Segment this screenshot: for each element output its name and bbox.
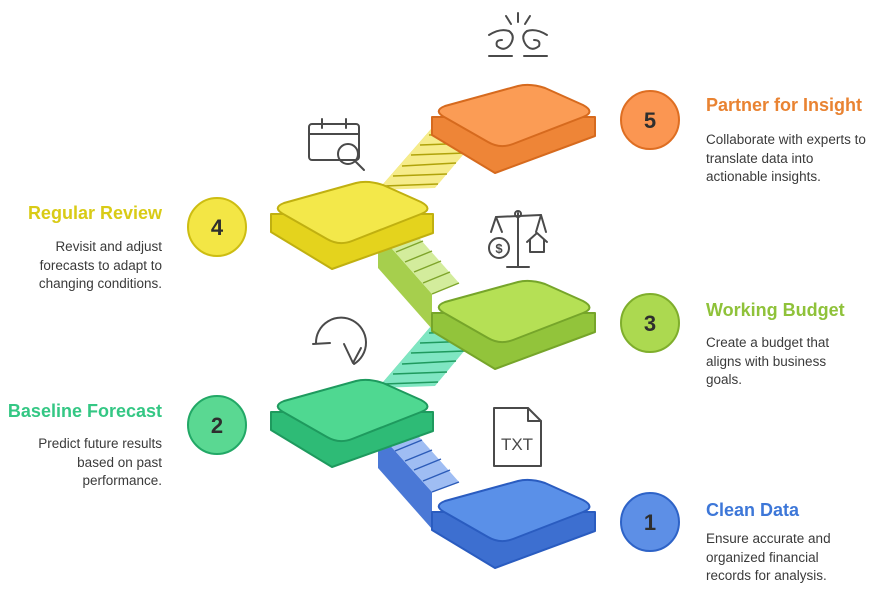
txt-file-icon: TXT [493,407,542,467]
platform-3 [431,279,596,370]
step-3-description: Create a budget that aligns with busines… [706,335,830,387]
step-4-number: 4 [211,215,224,240]
step-5-number: 5 [644,108,656,133]
handshake-idea-icon [488,12,548,57]
txt-icon-label: TXT [501,435,533,454]
step-1-description: Ensure accurate and organized financial … [706,531,831,583]
step-2-title: Baseline Forecast [7,401,162,421]
step-5-badge: 5 [620,90,680,150]
step-1-badge: 1 [620,492,680,552]
platform-2 [270,378,434,468]
balance-scale-icon: $ [488,210,548,268]
svg-text:$: $ [495,241,503,256]
step-5-description: Collaborate with experts to translate da… [706,132,866,184]
step-2-badge: 2 [187,395,247,455]
step-2-description: Predict future results based on past per… [38,436,162,488]
calendar-search-icon [308,118,365,171]
step-3-title: Working Budget [706,300,845,320]
platform-5 [431,83,596,174]
platform-1 [431,478,596,569]
step-4-badge: 4 [187,197,247,257]
step-5-title: Partner for Insight [706,95,863,115]
step-4-title: Regular Review [27,203,162,223]
step-1-number: 1 [644,510,656,535]
step-2-number: 2 [211,413,223,438]
platform-4 [270,180,434,270]
step-1-title: Clean Data [706,500,800,520]
step-3-badge: 3 [620,293,680,353]
rotate-arrow-icon [312,316,367,365]
step-3-number: 3 [644,311,656,336]
step-4-description: Revisit and adjust forecasts to adapt to… [38,239,162,291]
